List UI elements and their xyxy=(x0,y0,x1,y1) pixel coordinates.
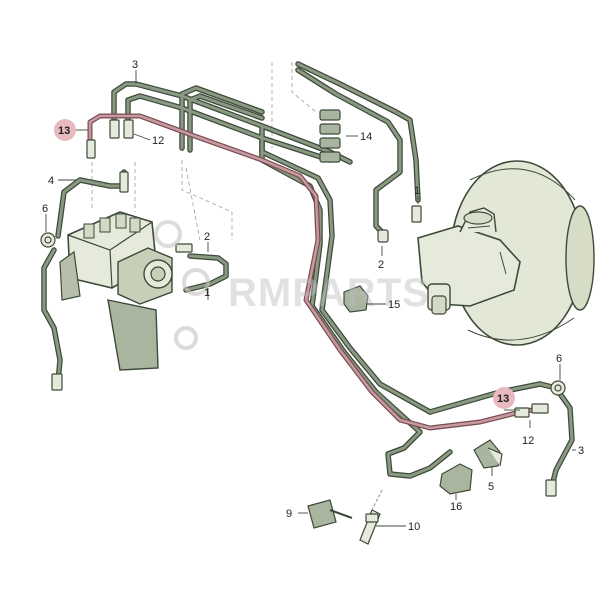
callout-2-booster: 2 xyxy=(378,259,384,271)
callout-1-abs: 1 xyxy=(204,287,210,299)
fittings xyxy=(40,119,566,497)
callout-13-bottom: 13 xyxy=(497,393,509,405)
highlight-badge-13 xyxy=(54,119,76,141)
callout-6-right: 6 xyxy=(556,353,562,365)
callout-3-bottom: 3 xyxy=(578,445,584,457)
leader-lines xyxy=(45,70,576,527)
callout-12-top: 12 xyxy=(152,135,164,147)
bracket-5 xyxy=(473,439,503,469)
clip-block-14 xyxy=(319,109,341,163)
callout-13-top: 13 xyxy=(58,125,70,137)
watermark-gear-icons xyxy=(154,220,210,350)
master-cylinder xyxy=(417,207,521,315)
callout-10: 10 xyxy=(408,521,420,533)
watermark-text: RMPARTS xyxy=(228,271,430,315)
callout-6-left: 6 xyxy=(42,203,48,215)
callout-4: 4 xyxy=(48,175,54,187)
highlight-badge-13-lower xyxy=(493,387,515,409)
callout-16: 16 xyxy=(450,501,462,513)
callout-5: 5 xyxy=(488,481,494,493)
abs-hydraulic-unit xyxy=(59,211,173,371)
clamp-16 xyxy=(439,463,473,495)
callout-14: 14 xyxy=(360,131,372,143)
clip-15 xyxy=(343,285,369,313)
reference-dashed-lines xyxy=(91,62,317,241)
bracket-9 xyxy=(307,499,353,529)
callout-labels: 13 3 12 4 6 2 1 14 1 2 15 6 13 12 3 5 16… xyxy=(42,59,584,533)
callout-2-abs: 2 xyxy=(204,231,210,243)
callout-1-booster: 1 xyxy=(414,185,420,197)
callout-3-top: 3 xyxy=(132,59,138,71)
callout-9: 9 xyxy=(286,508,292,520)
callout-15: 15 xyxy=(388,299,400,311)
fitting-10 xyxy=(359,489,383,545)
callout-12-bottom: 12 xyxy=(522,435,534,447)
brake-lines xyxy=(41,61,575,489)
